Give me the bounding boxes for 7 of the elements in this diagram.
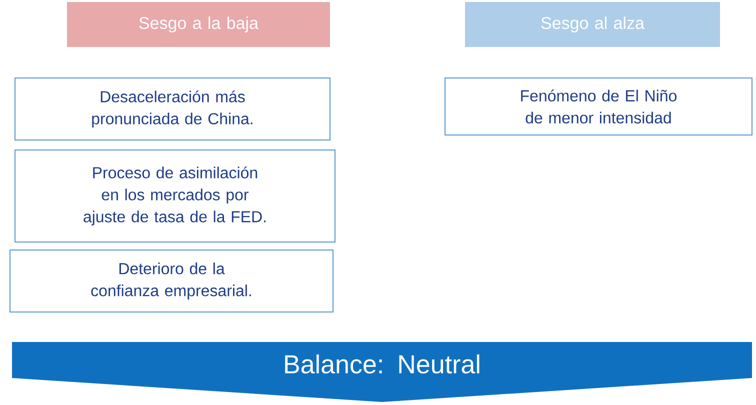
column-header: Sesgo a la baja <box>67 2 330 47</box>
factor-box: Deterioro de la confianza empresarial. <box>10 250 334 312</box>
balance-chevron: Balance: Neutral <box>12 342 752 402</box>
factor-box: Proceso de asimilación en los mercados por ajuste de tasa de la FED. <box>14 150 336 242</box>
column-header: Sesgo al alza <box>465 2 720 47</box>
factor-box: Desaceleración más pronunciada de China. <box>14 78 330 140</box>
factor-box: Fenómeno de El Niño de menor intensidad <box>444 78 752 136</box>
